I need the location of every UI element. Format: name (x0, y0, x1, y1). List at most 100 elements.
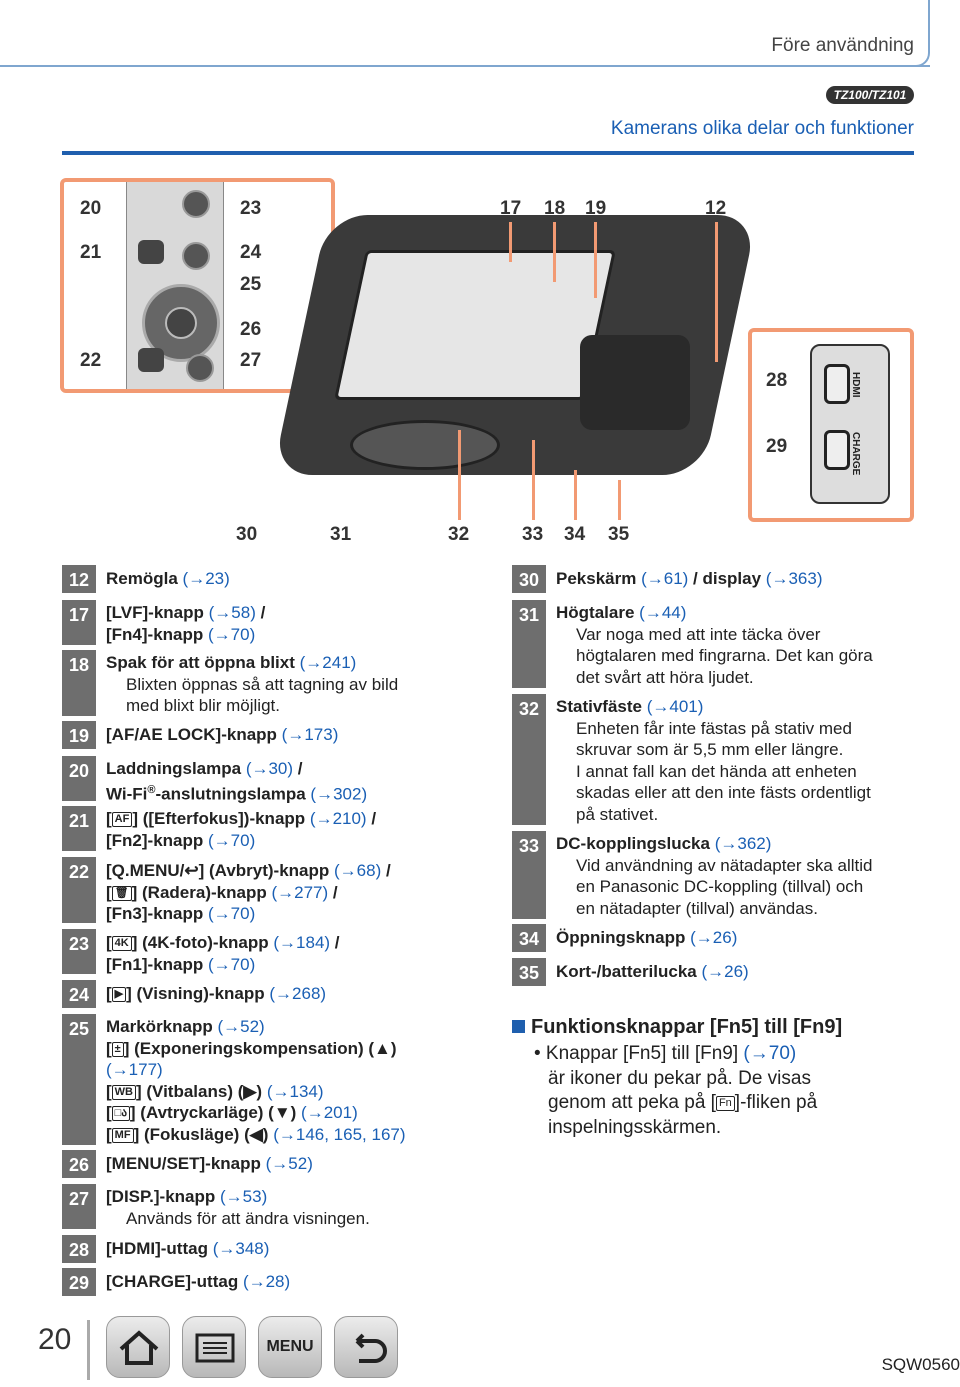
callout-26: 26 (240, 319, 262, 340)
page-subtitle: Kamerans olika delar och funktioner (610, 118, 914, 139)
camera-screen (334, 250, 616, 400)
item-18: Spak för att öppna blixt (→241)Blixten ö… (106, 653, 399, 715)
item-12: Remögla (→23) (106, 569, 230, 588)
fn-keys-heading: Funktionsknappar [Fn5] till [Fn9] (512, 1016, 842, 1039)
callout-19: 19 (585, 198, 607, 219)
item-30: Pekskärm (→61) / display (→363) (556, 569, 823, 588)
item-25: Markörknapp (→52) [±] (Exponeringskompen… (106, 1017, 406, 1144)
port-panel (810, 344, 890, 504)
item-29: [CHARGE]-uttag (→28) (106, 1272, 291, 1291)
callout-17: 17 (500, 198, 522, 219)
item-num-27: 27 (62, 1184, 96, 1229)
item-22: [Q.MENU/↩] (Avbryt)-knapp (→68) /[🗑] (Ra… (106, 861, 391, 923)
item-17: [LVF]-knapp (→58) /[Fn4]-knapp (→70) (106, 603, 266, 644)
item-num-25: 25 (62, 1014, 96, 1145)
item-33: DC-kopplingslucka (→362)Vid användning a… (556, 834, 873, 918)
item-num-22: 22 (62, 857, 96, 923)
lens-ring (350, 420, 500, 470)
model-badge: TZ100/TZ101 (826, 86, 914, 104)
fn1-button-icon (182, 190, 210, 218)
item-21: [AF] ([Efterfokus])-knapp (→210) /[Fn2]-… (106, 809, 377, 850)
item-26: [MENU/SET]-knapp (→52) (106, 1154, 313, 1173)
drive-mode-icon: □ა (111, 1106, 130, 1121)
camera-figure: 20 21 22 23 24 25 26 27 17 18 19 12 HDMI… (60, 170, 920, 550)
hdmi-port-icon (824, 364, 850, 404)
back-button[interactable] (334, 1316, 398, 1378)
title-rule (62, 151, 914, 155)
callout-22: 22 (80, 350, 102, 371)
button-inset-box (60, 178, 335, 393)
disp-button-icon (186, 354, 214, 382)
page-bar (87, 1320, 90, 1380)
callout-28: 28 (766, 370, 788, 391)
ports-inset-box: HDMI CHARGE (748, 328, 914, 522)
item-31: Högtalare (→44)Var noga med att inte täc… (556, 603, 873, 687)
fn-tab-icon: Fn (715, 1096, 735, 1111)
callout-18: 18 (544, 198, 566, 219)
menu-button[interactable]: MENU (258, 1316, 322, 1378)
callout-34: 34 (564, 524, 586, 545)
header-rule (0, 65, 930, 67)
home-icon (119, 1330, 159, 1365)
home-button[interactable] (106, 1316, 170, 1378)
callout-32: 32 (448, 524, 470, 545)
item-num-33: 33 (512, 831, 546, 919)
item-32: Stativfäste (→401)Enheten får inte fästa… (556, 697, 871, 824)
item-num-30: 30 (512, 565, 546, 593)
item-27: [DISP.]-knapp (→53)Används för att ändra… (106, 1187, 370, 1228)
item-28: [HDMI]-uttag (→348) (106, 1239, 270, 1258)
page-number: 20 (38, 1323, 72, 1356)
item-num-23: 23 (62, 929, 96, 974)
fn3-button-icon (138, 348, 164, 372)
callout-31: 31 (330, 524, 352, 545)
contents-button[interactable] (182, 1316, 246, 1378)
fn-keys-body: • Knappar [Fn5] till [Fn9] (→70) är ikon… (534, 1043, 818, 1138)
section-title: Före användning (771, 35, 914, 56)
item-19: [AF/AE LOCK]-knapp (→173) (106, 725, 339, 744)
callout-25: 25 (240, 274, 262, 295)
callout-24: 24 (240, 242, 262, 263)
contents-icon (195, 1333, 235, 1363)
exposure-comp-icon: ± (111, 1041, 124, 1057)
item-num-32: 32 (512, 694, 546, 825)
heading-square-icon (512, 1020, 525, 1033)
item-24: [▶] (Visning)-knapp (→268) (106, 984, 327, 1003)
trash-icon: 🗑 (111, 885, 132, 901)
item-23: [4K] (4K-foto)-knapp (→184) /[Fn1]-knapp… (106, 933, 340, 974)
callout-12: 12 (705, 198, 727, 219)
control-cluster (580, 335, 690, 430)
item-num-20: 20 (62, 756, 96, 801)
usb-port-icon (824, 430, 850, 470)
focus-mode-icon: MF (111, 1127, 134, 1143)
item-num-19: 19 (62, 721, 96, 749)
callout-27: 27 (240, 350, 262, 371)
item-num-18: 18 (62, 650, 96, 716)
callout-30: 30 (236, 524, 258, 545)
item-num-12: 12 (62, 565, 96, 593)
callout-33: 33 (522, 524, 544, 545)
item-35: Kort-/batterilucka (→26) (556, 962, 749, 981)
document-code: SQW0560 (881, 1355, 960, 1374)
playback-button-icon (182, 242, 210, 270)
item-num-34: 34 (512, 924, 546, 952)
fn2-button-icon (138, 240, 164, 264)
hdmi-label: HDMI (850, 372, 861, 398)
charge-label: CHARGE (850, 432, 861, 476)
callout-35: 35 (608, 524, 630, 545)
back-icon (355, 1333, 387, 1363)
callout-23: 23 (240, 198, 262, 219)
menu-set-button-icon (165, 307, 197, 339)
playback-icon: ▶ (111, 987, 127, 1002)
item-num-17: 17 (62, 600, 96, 645)
header-corner (916, 0, 930, 67)
post-focus-icon: AF (111, 812, 133, 827)
item-num-35: 35 (512, 958, 546, 986)
item-num-24: 24 (62, 980, 96, 1008)
white-balance-icon: WB (111, 1084, 136, 1100)
callout-29: 29 (766, 436, 788, 457)
item-num-26: 26 (62, 1150, 96, 1178)
item-34: Öppningsknapp (→26) (556, 928, 738, 947)
callout-21: 21 (80, 242, 102, 263)
item-num-28: 28 (62, 1235, 96, 1263)
item-20: Laddningslampa (→30) /Wi-Fi®-anslutnings… (106, 759, 368, 804)
